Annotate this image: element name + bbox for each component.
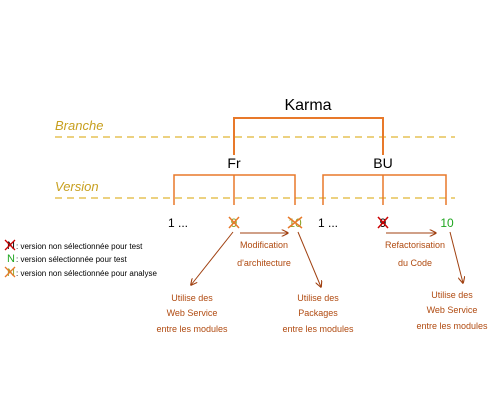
fr-v9-note-arrow [191, 231, 234, 285]
fr-version-10-cross-icon [287, 216, 303, 229]
bu-transition-label-line1: Refactorisation [385, 240, 445, 250]
fr-v9-note-line2: Web Service [167, 308, 218, 318]
legend-text-not-selected-analysis: : version non sélectionnée pour analyse [16, 269, 158, 278]
version-level-label: Version [55, 179, 99, 194]
branch-bu-label: BU [373, 155, 392, 171]
legend-text-selected-test: : version sélectionnée pour test [16, 255, 128, 264]
bu-transition-label-line2: du Code [398, 258, 432, 268]
fr-v10-note-line2: Packages [298, 308, 338, 318]
branch-level-label: Branche [55, 118, 103, 133]
fr-v10-note-arrow [297, 231, 321, 287]
bu-v10-note-line2: Web Service [427, 305, 478, 315]
fr-version-first: 1 ... [168, 216, 188, 230]
fr-transition-label-line1: Modification [240, 240, 288, 250]
legend: N : version non sélectionnée pour test N… [4, 239, 158, 279]
branch-fr-connector [173, 174, 296, 205]
bu-version-9-cross-icon [377, 216, 389, 229]
root-connector [233, 117, 384, 155]
bu-v10-note-arrow [449, 231, 463, 283]
root-title: Karma [284, 97, 331, 114]
fr-transition-label-line2: d'architecture [237, 258, 291, 268]
fr-v9-note-line3: entre les modules [156, 324, 228, 334]
legend-text-not-selected-test: : version non sélectionnée pour test [16, 242, 143, 251]
fr-v9-note-line1: Utilise des [171, 293, 213, 303]
bu-version-first: 1 ... [318, 216, 338, 230]
bu-v10-note-line1: Utilise des [431, 290, 473, 300]
fr-v10-note-line3: entre les modules [282, 324, 354, 334]
legend-symbol-selected-test: N [7, 253, 15, 265]
legend-red-cross-icon [4, 239, 16, 251]
branch-bu-connector [322, 174, 447, 205]
bu-version-10: 10 [440, 216, 454, 230]
branch-fr-label: Fr [227, 155, 241, 171]
legend-orange-cross-icon [4, 266, 16, 278]
bu-v10-note-line3: entre les modules [416, 321, 488, 331]
fr-version-9-cross-icon [228, 216, 240, 229]
fr-v10-note-line1: Utilise des [297, 293, 339, 303]
